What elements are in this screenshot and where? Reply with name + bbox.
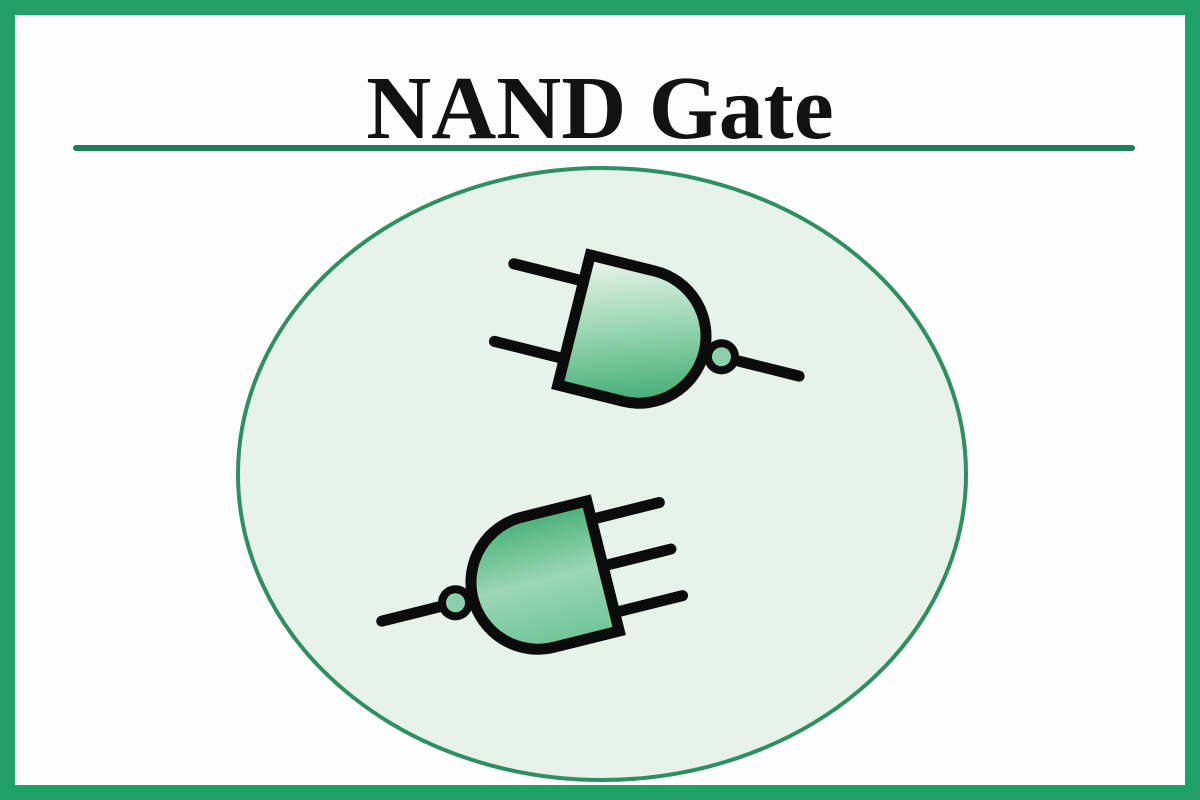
gate-body: [465, 494, 626, 655]
inversion-bubble-icon: [438, 585, 474, 621]
page-title: NAND Gate: [366, 59, 834, 159]
nand-gate-symbol-bottom: [376, 494, 689, 655]
output-line: [376, 601, 444, 627]
gate-body: [551, 248, 712, 409]
diagram-ellipse-background: [236, 166, 968, 782]
inversion-bubble-icon: [703, 339, 739, 375]
nand-gate-symbol-top: [488, 248, 805, 409]
output-line: [733, 355, 805, 382]
title-separator-line: [73, 145, 1135, 151]
